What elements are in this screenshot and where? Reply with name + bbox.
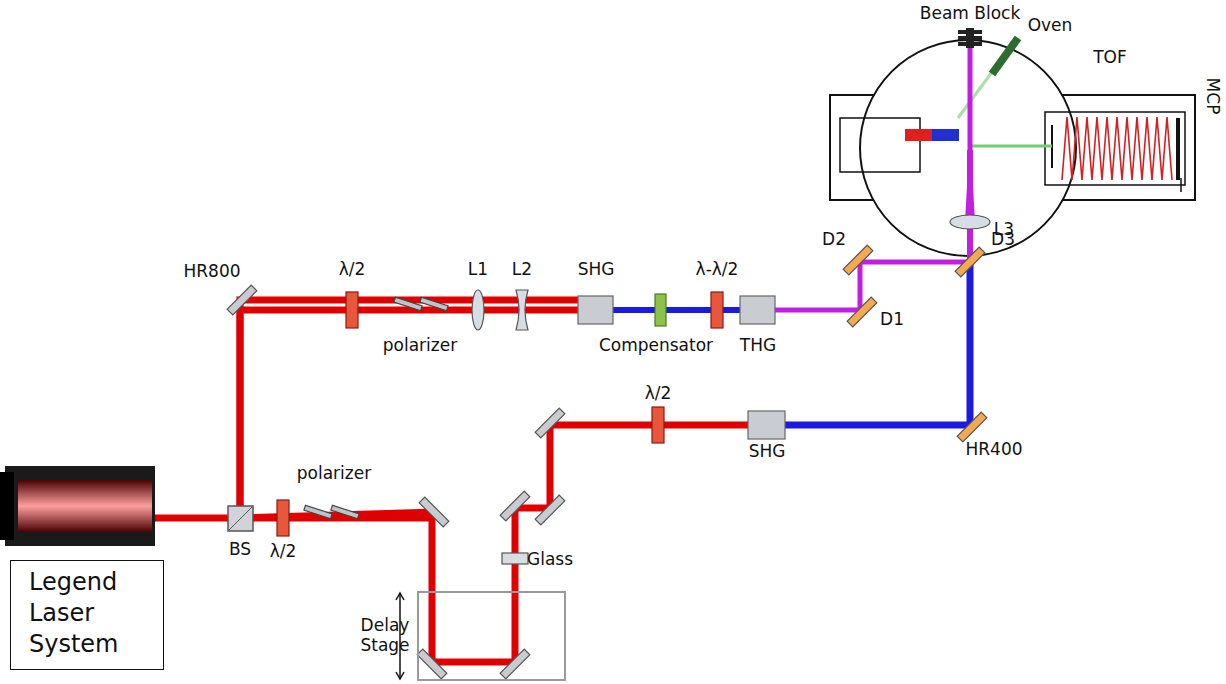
part-label: HR800 — [183, 262, 240, 282]
tof-coil — [1062, 117, 1172, 180]
optics-part — [1176, 118, 1180, 180]
optics-part — [228, 506, 253, 531]
optics-part — [346, 292, 358, 328]
optics-part — [968, 44, 973, 150]
box-text: Legend Laser System — [29, 567, 147, 661]
optics-part — [957, 412, 987, 442]
optics-part — [18, 480, 152, 532]
part-label: D3 — [991, 230, 1015, 250]
optics-part — [840, 118, 920, 172]
optics-part — [331, 505, 359, 518]
optics-part — [227, 285, 257, 315]
optics-part — [860, 40, 1076, 256]
coil-winding — [1062, 117, 1172, 180]
optics-part — [472, 290, 484, 330]
optics-part — [394, 297, 422, 310]
optics-part — [740, 296, 775, 324]
optics-part — [992, 38, 1018, 74]
part-label: D1 — [880, 310, 904, 330]
part-label: polarizer — [297, 464, 371, 484]
optics-part — [843, 245, 873, 275]
part-label: SHG — [749, 442, 786, 462]
optics-part — [228, 506, 253, 531]
optics-part — [277, 500, 289, 536]
optics-part — [958, 72, 992, 118]
optics-part — [500, 649, 530, 679]
optics-part — [955, 247, 985, 277]
optics-part — [304, 505, 332, 518]
part-label: SHG — [578, 260, 615, 280]
optics-part — [155, 300, 578, 518]
optics-part — [966, 150, 974, 222]
optics-part — [417, 649, 447, 679]
optics-part — [950, 215, 990, 229]
part-label: Oven — [1028, 16, 1073, 36]
optics-part — [396, 593, 404, 600]
optics-part — [1180, 178, 1182, 192]
optics-part — [420, 297, 448, 310]
part-label: TOF — [1093, 48, 1127, 68]
part-label: L2 — [512, 260, 532, 280]
optics-part — [847, 297, 877, 327]
optics-part — [535, 495, 565, 525]
optics-part — [578, 296, 613, 324]
optics-part — [535, 408, 565, 438]
optics-part — [932, 129, 959, 141]
glass-plate — [502, 553, 528, 564]
part-label: THG — [740, 336, 776, 356]
optics-part — [748, 411, 785, 439]
part-label: λ/2 — [645, 384, 672, 404]
beams — [155, 44, 974, 662]
vacuum-chamber — [830, 38, 1195, 256]
optics-part — [966, 28, 974, 48]
optics-part — [396, 672, 404, 679]
optics-part — [419, 497, 449, 527]
laser-head — [0, 466, 155, 546]
optics-part — [711, 292, 723, 328]
optics-part — [967, 150, 973, 262]
beam-splitter — [228, 506, 253, 531]
polarizers — [304, 297, 448, 518]
part-label: Glass — [527, 550, 573, 570]
optics-part — [5, 466, 155, 546]
optics-part — [0, 472, 14, 540]
part-label: BS — [229, 540, 251, 560]
optics-part — [500, 491, 530, 521]
part-label: L1 — [468, 260, 488, 280]
beam-block — [958, 28, 982, 48]
mirrors — [227, 245, 987, 679]
part-label: λ/2 — [270, 542, 297, 562]
optics-part — [785, 262, 970, 425]
beam — [240, 310, 578, 510]
optics-part — [900, 97, 950, 199]
optics-part — [972, 145, 1052, 148]
optics-part — [905, 129, 932, 141]
waveplates — [277, 292, 723, 536]
laser-box: Legend Laser System — [10, 560, 164, 670]
optics-part — [1045, 112, 1185, 185]
optics-part — [240, 425, 748, 662]
part-label: D2 — [822, 230, 846, 250]
optics-part — [516, 290, 528, 330]
part-label: λ-λ/2 — [696, 260, 739, 280]
part-label: λ/2 — [339, 260, 366, 280]
delay-stage — [418, 592, 565, 680]
part-label: MCP — [1202, 78, 1222, 115]
part-label: Compensator — [599, 336, 713, 356]
part-label: Beam Block — [920, 4, 1020, 24]
optics-part — [652, 407, 664, 443]
part-label: polarizer — [383, 336, 457, 356]
lenses — [472, 215, 990, 330]
part-label: Delay Stage — [354, 616, 416, 655]
crystals — [578, 296, 785, 439]
part-label: HR400 — [965, 440, 1022, 460]
compensator-plate — [655, 294, 666, 326]
